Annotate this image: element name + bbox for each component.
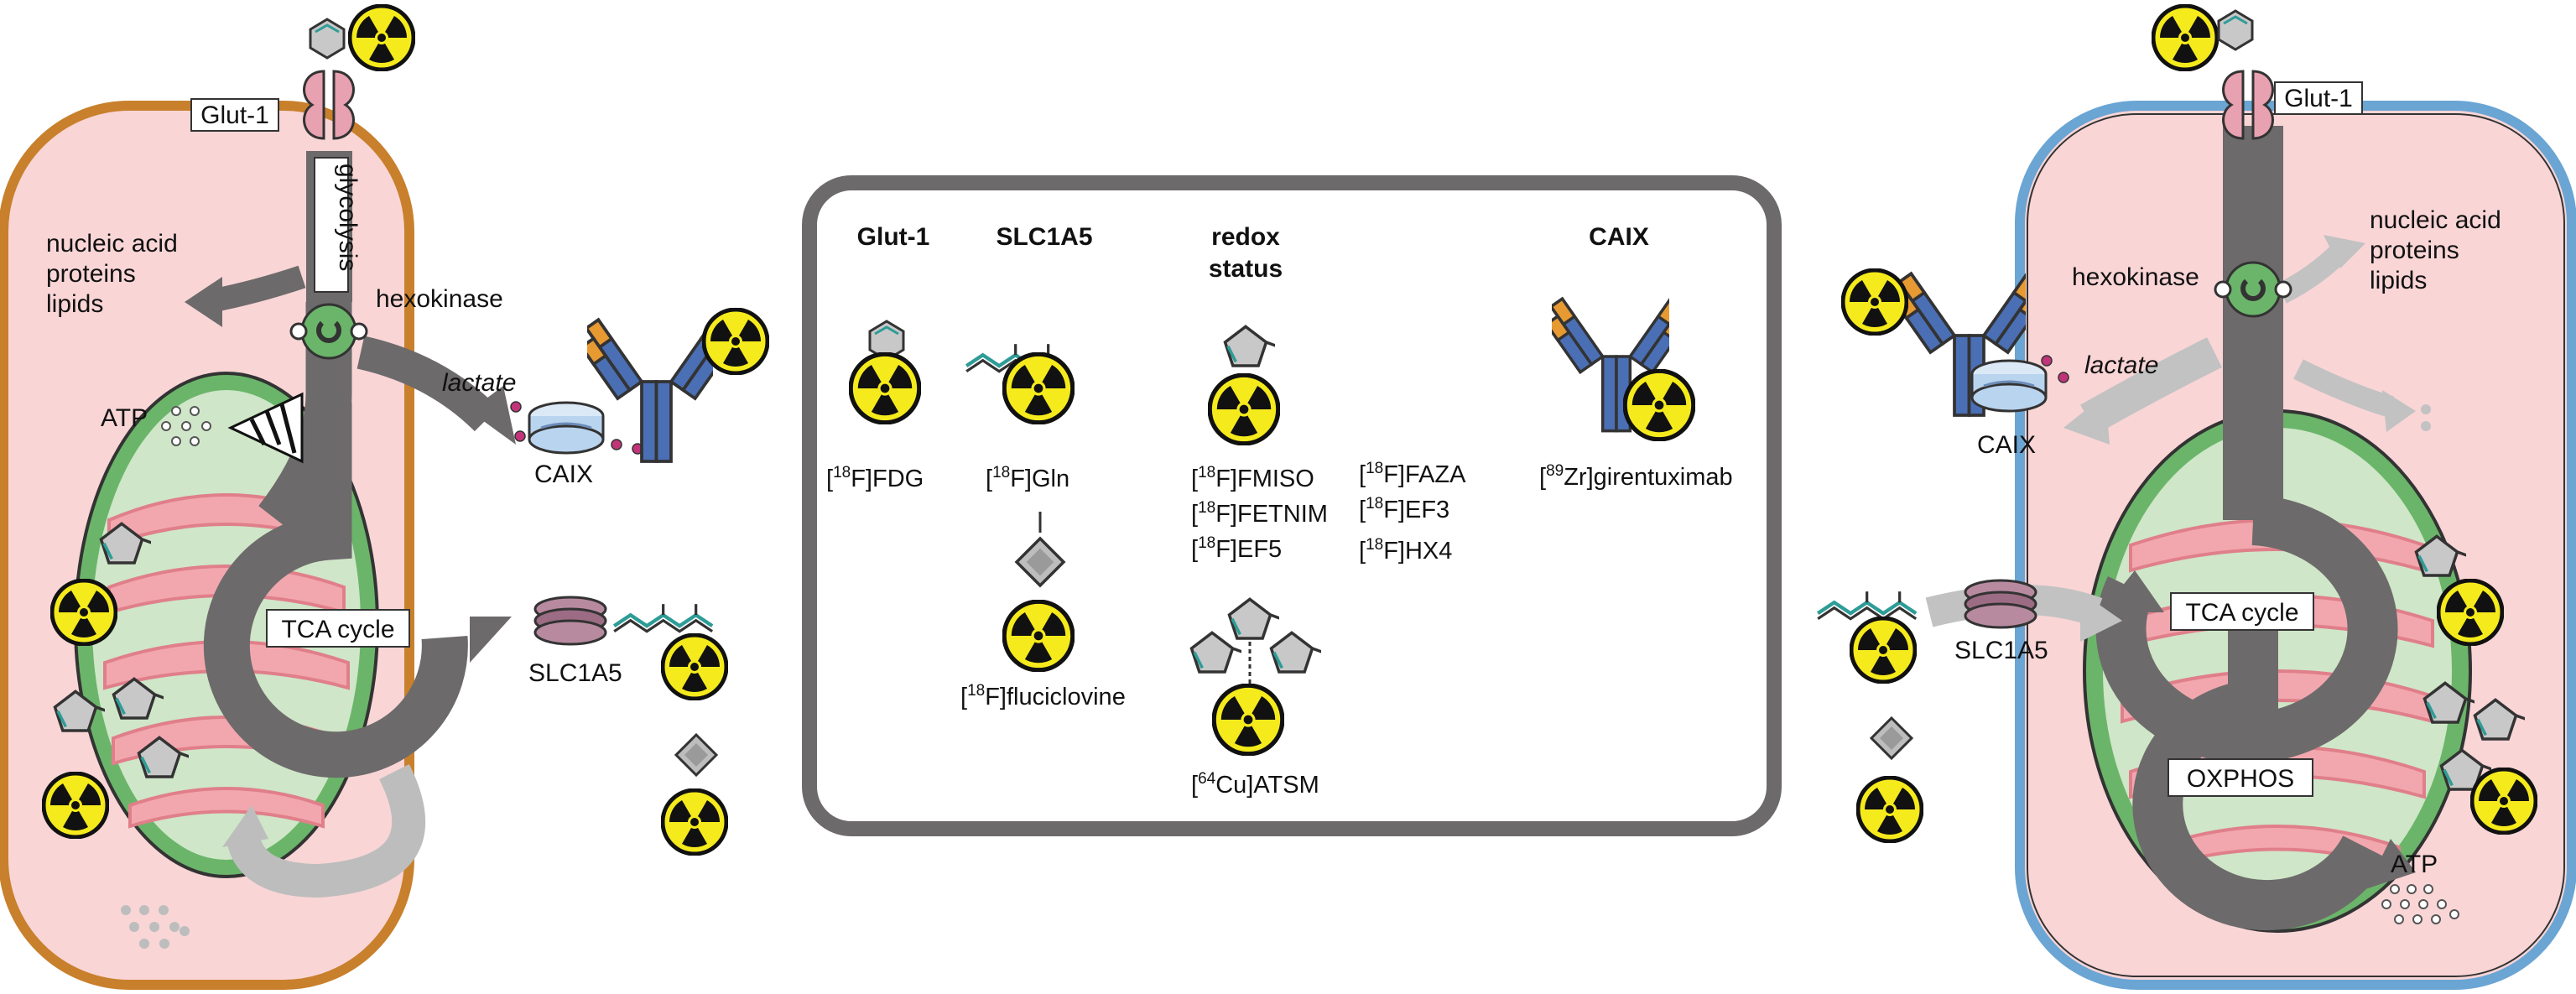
legend-tracer-fdg: [18F]FDG xyxy=(826,464,924,492)
right-caix-label: CAIX xyxy=(1977,431,2036,459)
legend-tracer-girentuximab: [89Zr]girentuximab xyxy=(1539,462,1733,491)
legend-tracer-fmiso: [18F]FMISO xyxy=(1191,464,1314,492)
right-biosynthesis-line2: proteins xyxy=(2370,237,2459,264)
right-slc1a5-transporter xyxy=(1964,579,2037,629)
legend-gln-radio-icon xyxy=(1004,354,1073,423)
left-slc1a5-transporter xyxy=(533,596,607,646)
legend-tracer-gln: [18F]Gln xyxy=(986,464,1069,492)
left-gln-radio-icon xyxy=(663,635,726,699)
legend-tracer-fetnim: [18F]FETNIM xyxy=(1191,499,1328,528)
right-atp-dots xyxy=(2381,884,2459,924)
left-fluciclovine-mol xyxy=(674,733,718,777)
legend-tracer-faza: [18F]FAZA xyxy=(1359,460,1466,488)
right-tca-label: TCA cycle xyxy=(2185,599,2298,627)
right-cell: Glut-1 nucleic acid proteins lipids hexo… xyxy=(1818,6,2576,990)
legend-tracer-ef5: [18F]EF5 xyxy=(1191,534,1282,563)
left-atsm-radio-icon xyxy=(44,773,107,837)
legend-tracer-fluciclovine: [18F]fluciclovine xyxy=(960,682,1126,710)
left-glycolysis-label: glycolysis xyxy=(334,164,362,271)
right-oxphos-label: OXPHOS xyxy=(2187,765,2294,793)
left-atp-label: ATP xyxy=(101,404,148,432)
left-biosynthesis-line3: lipids xyxy=(46,290,103,318)
right-fluciclovine-mol xyxy=(1870,716,1913,760)
left-atp-dots xyxy=(161,406,211,446)
right-atsm-radio-icon xyxy=(2472,769,2536,833)
right-fdg-radio-icon xyxy=(2153,6,2217,70)
right-hexokinase-label: hexokinase xyxy=(2072,263,2199,291)
tracer-legend: Glut-1 SLC1A5 redox status CAIX [18F]FDG… xyxy=(802,175,1782,836)
right-caix-enzyme xyxy=(1970,359,2048,413)
legend-tracer-atsm: [64Cu]ATSM xyxy=(1191,770,1319,799)
left-hexokinase-label: hexokinase xyxy=(376,285,503,313)
left-fdg-mol xyxy=(309,18,346,60)
left-biosynthesis-line1: nucleic acid xyxy=(46,230,178,258)
left-waste-dots xyxy=(121,905,190,949)
left-nitroimid-radio-icon xyxy=(52,580,116,644)
legend-nitroimid-radio-icon xyxy=(1210,375,1278,444)
right-glutamine-chain xyxy=(1818,591,1916,619)
left-fdg-radio-icon xyxy=(350,6,414,70)
left-glut1-label: Glut-1 xyxy=(200,101,269,129)
right-atp-label: ATP xyxy=(2391,851,2438,878)
right-lactate-label: lactate xyxy=(2084,351,2158,379)
left-glutamine-chain xyxy=(614,604,712,632)
right-biosynthesis-line1: nucleic acid xyxy=(2370,206,2501,234)
legend-atsm-radio-icon xyxy=(1214,685,1283,754)
right-antibody-radio-icon xyxy=(1843,270,1907,334)
right-glut1-label: Glut-1 xyxy=(2284,85,2353,112)
legend-header-redox-2: status xyxy=(1209,255,1283,283)
left-cell: Glut-1 glycolysis nucleic acid proteins … xyxy=(0,6,768,990)
left-antibody-radio-icon xyxy=(704,310,768,373)
legend-header-slc1a5: SLC1A5 xyxy=(996,223,1092,251)
right-gln-radio-icon xyxy=(1851,618,1915,682)
left-lactate-label: lactate xyxy=(442,369,516,397)
legend-header-caix: CAIX xyxy=(1589,223,1649,251)
left-tca-label: TCA cycle xyxy=(281,616,394,643)
legend-header-redox-1: redox xyxy=(1211,223,1280,251)
right-nitroimid-radio-icon xyxy=(2438,580,2502,644)
right-biosynthesis-line3: lipids xyxy=(2370,267,2427,294)
left-biosynthesis-line2: proteins xyxy=(46,260,136,288)
left-slc1a5-label: SLC1A5 xyxy=(528,659,622,687)
legend-fdg-radio-icon xyxy=(851,354,919,423)
right-fluciclovine-radio-icon xyxy=(1858,778,1922,841)
left-caix-enzyme xyxy=(528,401,605,455)
left-caix-label: CAIX xyxy=(534,461,593,488)
left-atp-arrow xyxy=(227,392,304,464)
legend-girentuximab-radio-icon xyxy=(1625,371,1694,440)
right-slc1a5-label: SLC1A5 xyxy=(1954,637,2048,664)
right-fdg-mol xyxy=(2217,9,2254,51)
left-fluciclovine-radio-icon xyxy=(663,790,726,854)
legend-tracer-ef3: [18F]EF3 xyxy=(1359,495,1449,523)
legend-tracer-hx4: [18F]HX4 xyxy=(1359,536,1452,565)
legend-fluciclovine-radio-icon xyxy=(1004,601,1073,670)
legend-header-glut1: Glut-1 xyxy=(857,223,930,251)
